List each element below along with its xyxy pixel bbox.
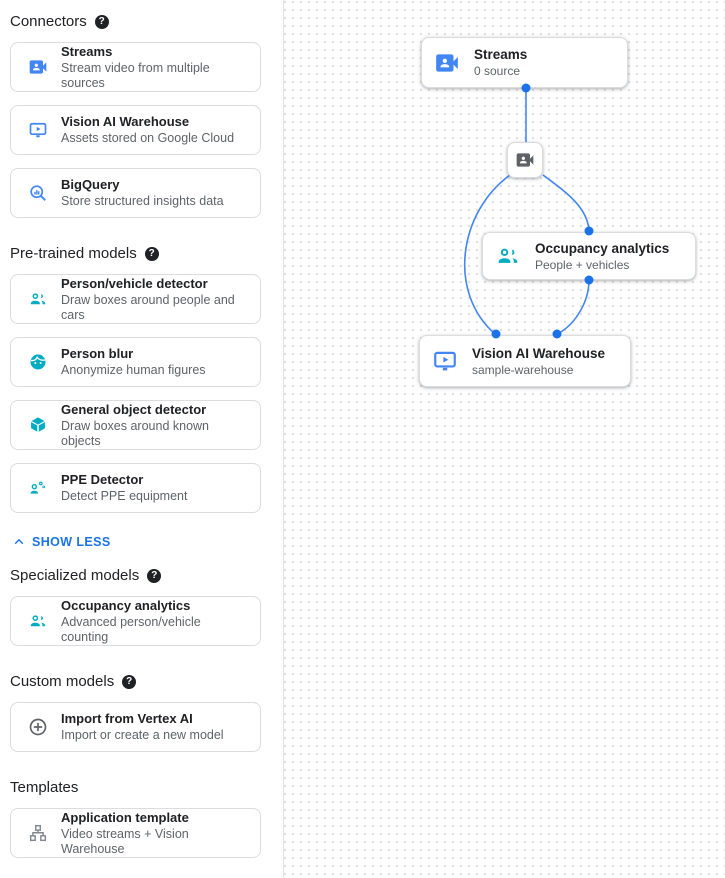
section-title: Custom models (10, 673, 115, 690)
card-text: BigQuery Store structured insights data (61, 177, 224, 209)
person-gear-icon (28, 478, 48, 498)
card-subtitle: Detect PPE equipment (61, 489, 188, 503)
section-header-custom: Custom models ? (10, 673, 261, 691)
edge-camera-to-warehouse (464, 174, 511, 335)
people-icon (28, 611, 48, 631)
card-general-object-detector[interactable]: General object detector Draw boxes aroun… (10, 400, 261, 450)
node-subtitle: 0 source (474, 64, 521, 78)
card-title: Streams (61, 43, 113, 59)
node-title: Streams (474, 47, 528, 62)
help-icon[interactable]: ? (144, 247, 159, 261)
application-graph-canvas[interactable]: Streams 0 source Occupancy analytics Peo… (284, 0, 725, 878)
section-custom-models: Custom models ? Import from Vertex AI Im… (10, 673, 261, 752)
people-icon (495, 243, 521, 269)
node-stream-source-camera[interactable] (507, 142, 543, 178)
chevron-up-icon (14, 538, 24, 545)
node-text: Occupancy analytics People + vehicles (535, 240, 669, 273)
card-text: Person/vehicle detector Draw boxes aroun… (61, 276, 250, 323)
card-person-vehicle-detector[interactable]: Person/vehicle detector Draw boxes aroun… (10, 274, 261, 324)
node-occupancy-analytics[interactable]: Occupancy analytics People + vehicles (482, 232, 696, 280)
component-palette-sidebar: Connectors ? Streams Stream video from m… (0, 0, 284, 878)
section-header-specialized: Specialized models ? (10, 567, 261, 585)
section-pretrained-models: Pre-trained models ? Person/vehicle dete… (10, 245, 261, 513)
bigquery-icon (28, 183, 48, 203)
card-title: Application template (61, 809, 189, 825)
node-subtitle: sample-warehouse (472, 362, 574, 377)
card-subtitle: Anonymize human figures (61, 363, 206, 377)
node-vision-ai-warehouse[interactable]: Vision AI Warehouse sample-warehouse (419, 335, 631, 387)
card-title: PPE Detector (61, 472, 144, 487)
card-text: Occupancy analytics Advanced person/vehi… (61, 598, 250, 645)
edge-camera-to-occupancy (542, 174, 590, 231)
card-streams[interactable]: Streams Stream video from multiple sourc… (10, 42, 261, 92)
video-camera-icon (28, 57, 48, 77)
card-subtitle: Advanced person/vehicle counting (61, 614, 201, 644)
section-connectors: Connectors ? Streams Stream video from m… (10, 13, 261, 218)
section-header-connectors: Connectors ? (10, 13, 261, 31)
card-title: Person blur (61, 346, 134, 361)
card-import-from-vertex-ai[interactable]: Import from Vertex AI Import or create a… (10, 702, 261, 752)
people-icon (28, 289, 48, 309)
node-streams[interactable]: Streams 0 source (421, 37, 628, 88)
card-text: General object detector Draw boxes aroun… (61, 402, 250, 449)
card-title: Person/vehicle detector (61, 275, 208, 291)
node-text: Vision AI Warehouse sample-warehouse (472, 345, 605, 378)
plus-circle-icon (28, 717, 48, 737)
card-text: Streams Stream video from multiple sourc… (61, 44, 250, 91)
card-occupancy-analytics[interactable]: Occupancy analytics Advanced person/vehi… (10, 596, 261, 646)
section-header-pretrained: Pre-trained models ? (10, 245, 261, 263)
node-title: Occupancy analytics (535, 240, 670, 256)
card-subtitle: Import or create a new model (61, 728, 224, 742)
help-icon[interactable]: ? (122, 675, 137, 689)
card-subtitle: Draw boxes around known objects (61, 418, 209, 448)
card-title: Import from Vertex AI (61, 711, 193, 726)
edge-occupancy-to-warehouse (556, 279, 590, 335)
card-text: Person blur Anonymize human figures (61, 346, 206, 378)
card-title: Vision AI Warehouse (61, 114, 190, 129)
node-title: Vision AI Warehouse (472, 345, 606, 361)
card-person-blur[interactable]: Person blur Anonymize human figures (10, 337, 261, 387)
cube-icon (28, 415, 48, 435)
card-title: BigQuery (61, 177, 120, 192)
card-subtitle: Assets stored on Google Cloud (61, 131, 235, 145)
tree-icon (28, 823, 48, 843)
section-specialized-models: Specialized models ? Occupancy analytics… (10, 567, 261, 646)
section-title: Templates (10, 779, 79, 796)
card-text: Vision AI Warehouse Assets stored on Goo… (61, 114, 234, 146)
show-less-label: SHOW LESS (32, 535, 111, 549)
card-application-template[interactable]: Application template Video streams + Vis… (10, 808, 261, 858)
help-icon[interactable]: ? (94, 15, 109, 29)
card-subtitle: Video streams + Vision Warehouse (61, 826, 189, 856)
card-text: Import from Vertex AI Import or create a… (61, 711, 224, 743)
card-title: Occupancy analytics (61, 597, 191, 613)
card-text: PPE Detector Detect PPE equipment (61, 472, 187, 504)
monitor-play-icon (28, 120, 48, 140)
card-subtitle: Stream video from multiple sources (61, 60, 210, 90)
card-ppe-detector[interactable]: PPE Detector Detect PPE equipment (10, 463, 261, 513)
section-title: Connectors (10, 13, 87, 30)
section-header-templates: Templates (10, 779, 261, 797)
monitor-play-icon (432, 348, 458, 374)
section-title: Specialized models (10, 567, 140, 584)
card-subtitle: Store structured insights data (61, 194, 224, 208)
card-title: General object detector (61, 401, 207, 417)
section-title: Pre-trained models (10, 245, 137, 262)
help-icon[interactable]: ? (147, 569, 162, 583)
edges-layer (464, 88, 590, 335)
video-camera-icon (434, 50, 460, 76)
card-bigquery[interactable]: BigQuery Store structured insights data (10, 168, 261, 218)
node-subtitle: People + vehicles (535, 257, 630, 272)
node-text: Streams 0 source (474, 46, 527, 79)
card-subtitle: Draw boxes around people and cars (61, 292, 235, 322)
face-icon (28, 352, 48, 372)
section-templates: Templates Application template Video str… (10, 779, 261, 858)
video-camera-icon (515, 150, 535, 170)
card-text: Application template Video streams + Vis… (61, 810, 250, 857)
card-vision-ai-warehouse[interactable]: Vision AI Warehouse Assets stored on Goo… (10, 105, 261, 155)
show-less-button[interactable]: SHOW LESS (12, 535, 261, 549)
